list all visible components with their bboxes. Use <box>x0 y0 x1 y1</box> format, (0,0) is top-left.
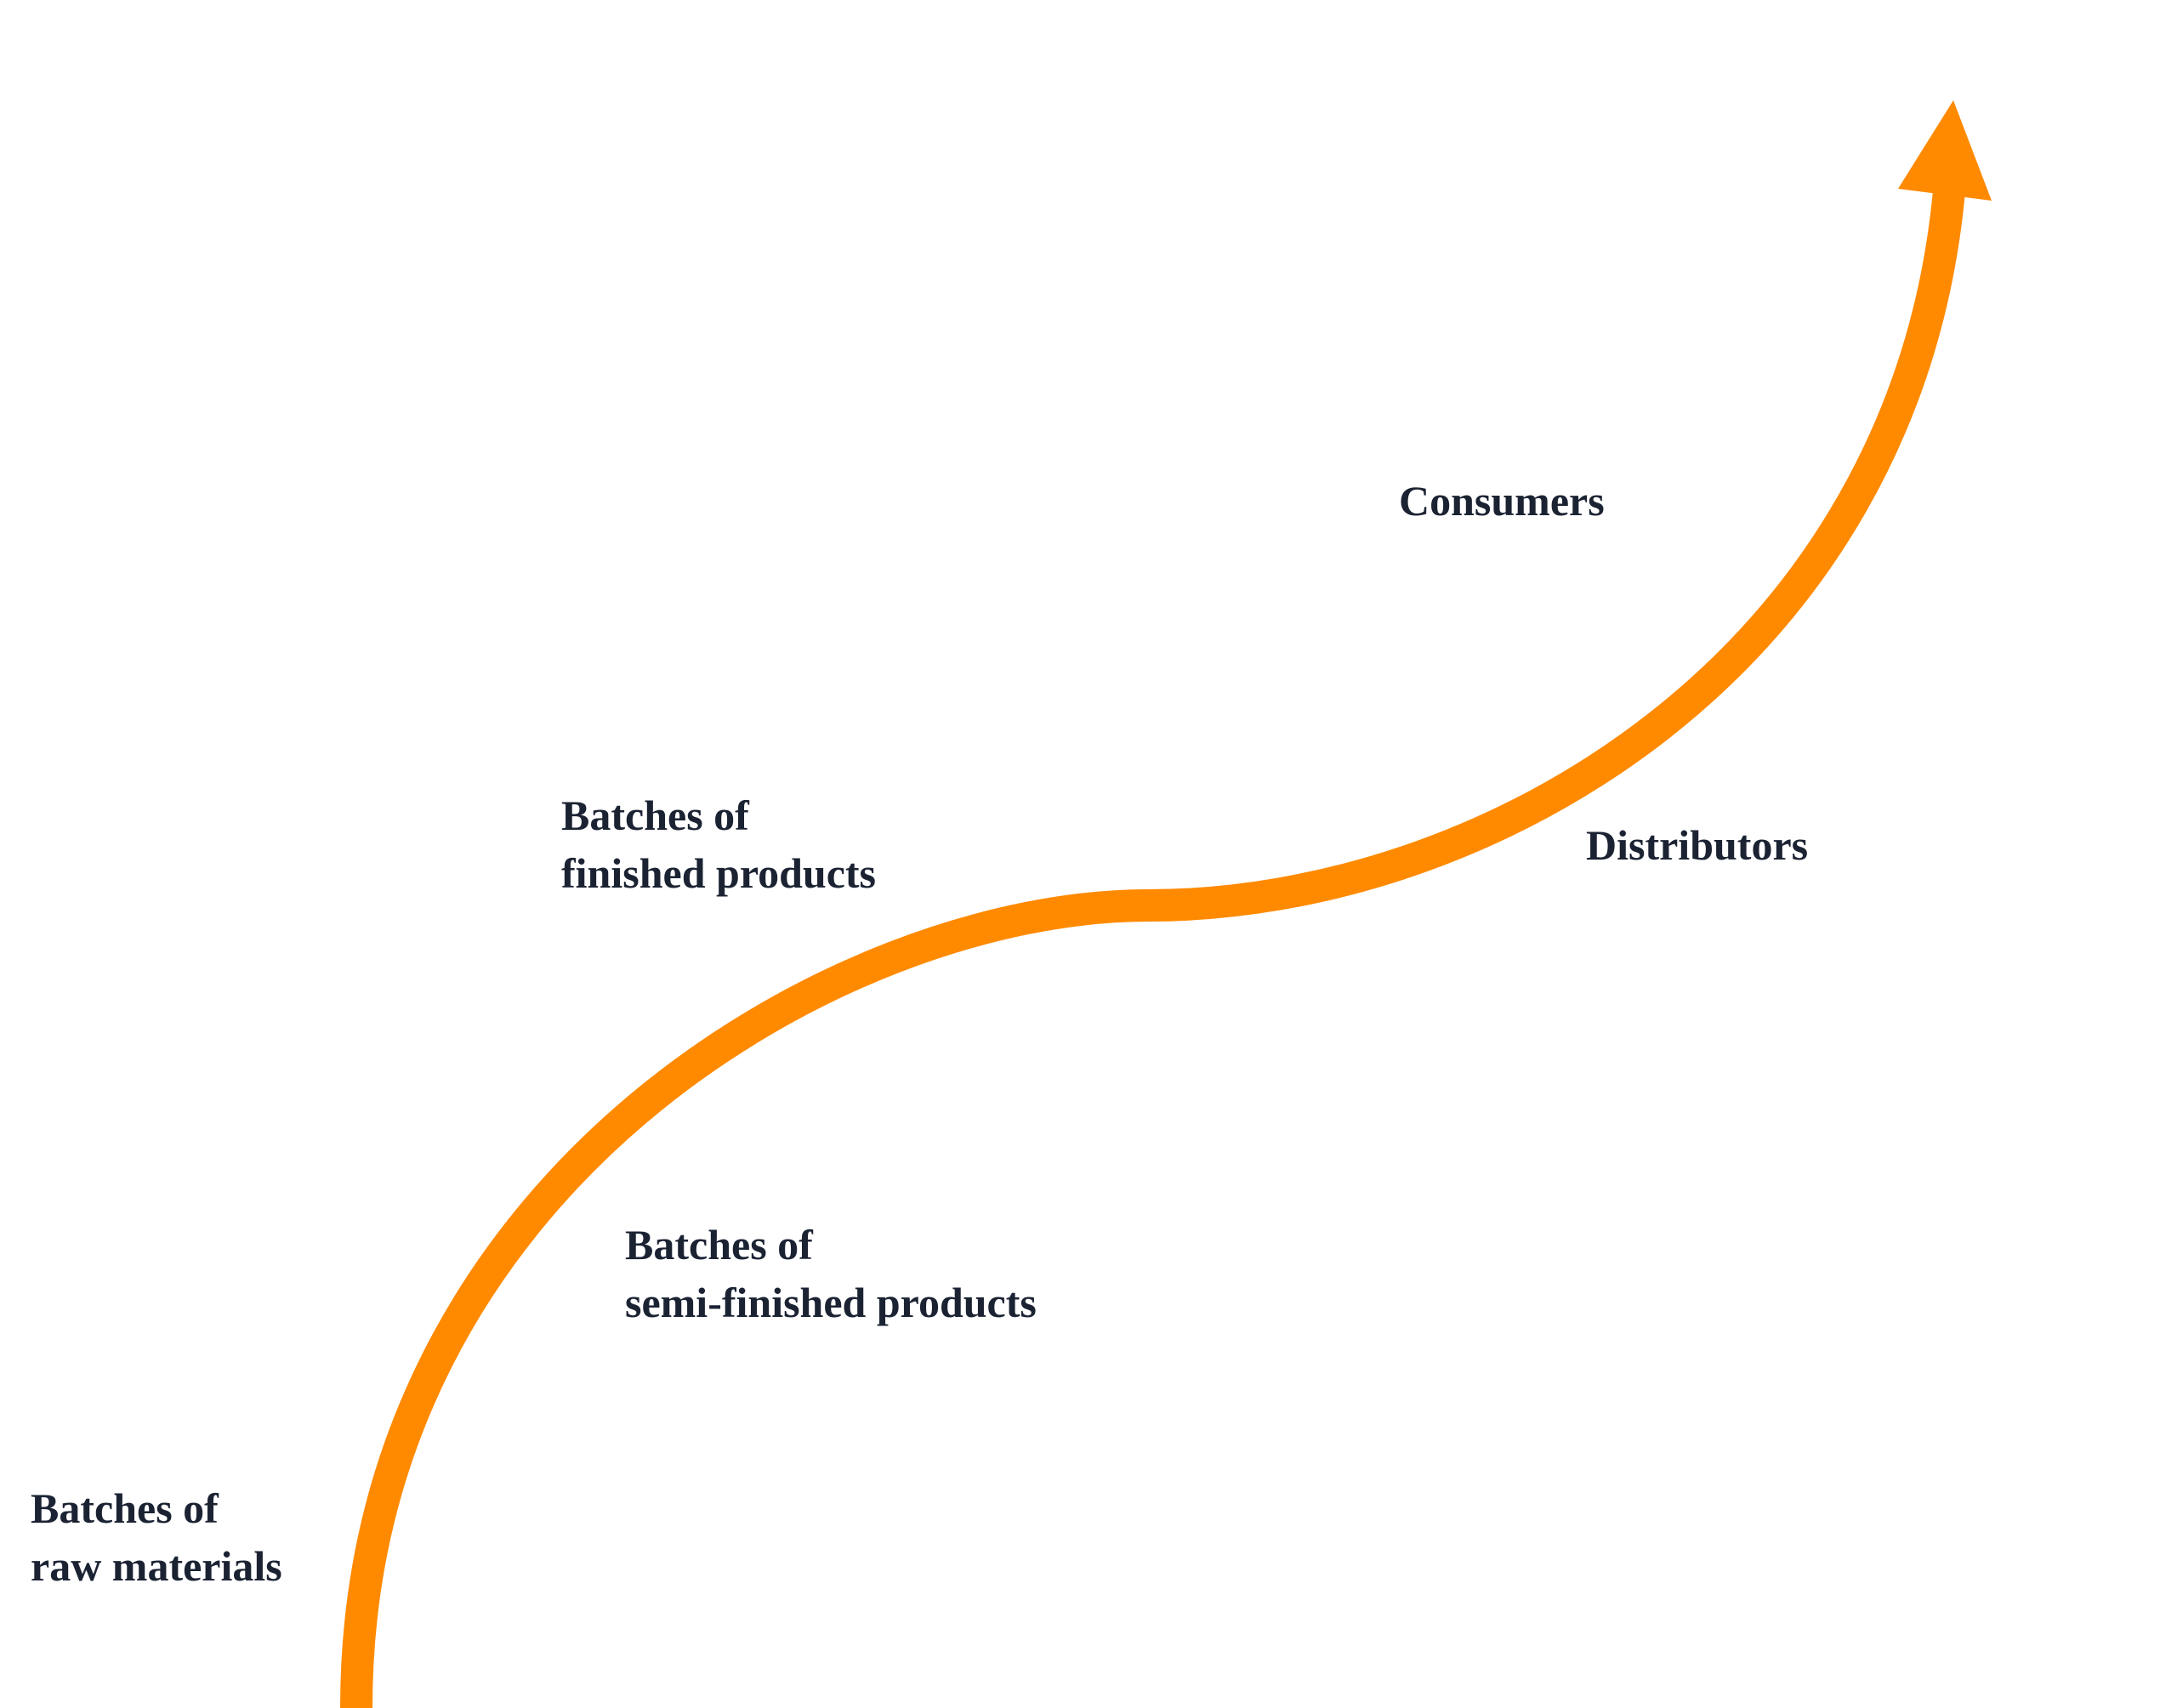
stage-label-line: semi-finished products <box>625 1279 1037 1326</box>
stage-label-line: Batches of <box>31 1484 219 1532</box>
stage-label-line: Batches of <box>561 792 749 839</box>
stage-label-finished-products: Batches of finished products <box>561 786 876 902</box>
arrow-shaft <box>340 190 1965 1708</box>
stage-label-raw-materials: Batches of raw materials <box>31 1479 282 1595</box>
stage-label-line: Consumers <box>1399 477 1605 525</box>
stage-label-line: Batches of <box>625 1221 813 1268</box>
arrow-head <box>1898 100 1992 201</box>
stage-label-semi-finished-products: Batches of semi-finished products <box>625 1216 1037 1331</box>
stage-label-line: Distributors <box>1586 821 1809 869</box>
stage-label-line: raw materials <box>31 1542 282 1590</box>
stage-label-line: finished products <box>561 849 877 897</box>
stage-label-distributors: Distributors <box>1586 816 1808 874</box>
stage-label-consumers: Consumers <box>1399 472 1605 530</box>
